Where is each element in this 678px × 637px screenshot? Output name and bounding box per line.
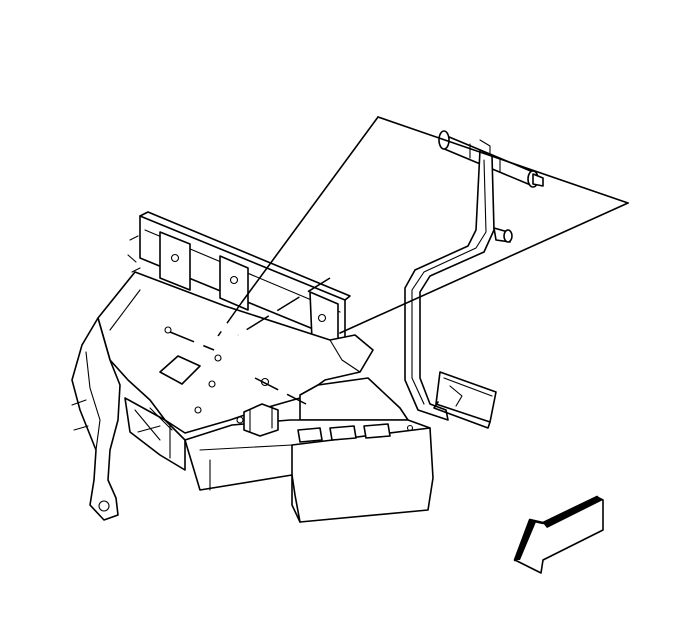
bracket-slot bbox=[159, 355, 201, 385]
mounting-flange bbox=[127, 211, 351, 353]
alignment-lines bbox=[169, 116, 629, 405]
left-support-arm bbox=[71, 317, 121, 521]
pedal-pad bbox=[433, 371, 497, 429]
switch-bracket bbox=[243, 403, 279, 437]
front-direction-arrow-icon bbox=[513, 495, 604, 574]
lower-cross-brace bbox=[124, 397, 186, 471]
pedal-arm bbox=[404, 149, 513, 421]
brake-pedal bbox=[404, 130, 544, 429]
lower-housing bbox=[184, 377, 434, 523]
pedal-bracket-assembly bbox=[71, 211, 434, 523]
